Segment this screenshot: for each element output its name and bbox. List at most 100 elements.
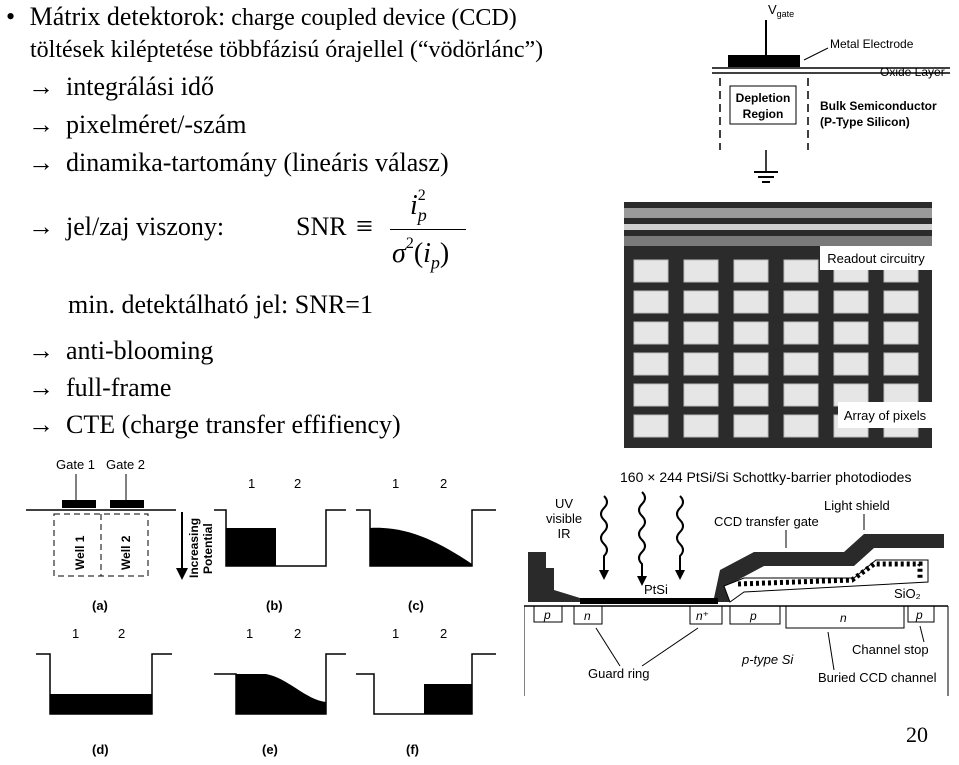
pixel-cell: [733, 414, 769, 438]
pixel-cell: [633, 383, 669, 407]
pixel-cell: [633, 321, 669, 345]
visible-label: visible: [546, 511, 582, 526]
label-a: (a): [92, 598, 108, 613]
label-f: (f): [406, 742, 419, 757]
den-open: (: [413, 238, 424, 269]
readout-label: Readout circuitry: [827, 251, 925, 266]
buried-channel-label: Buried CCD channel: [818, 670, 937, 685]
pixel-cell: [783, 414, 819, 438]
radiation-arrows-icon: [600, 491, 684, 576]
item-text: dinamika-tartomány (lineáris válasz): [66, 148, 449, 177]
c-num2: 2: [440, 476, 447, 491]
gate1-label: Gate 1: [56, 457, 95, 472]
e-num2: 2: [294, 626, 301, 641]
den-close: ): [439, 238, 450, 269]
gate2-label: Gate 2: [106, 457, 145, 472]
pixel-cell: [883, 321, 919, 345]
depletion-label-2: Region: [743, 107, 784, 121]
potential-label: Potential: [201, 523, 215, 574]
item-snr: → jel/zaj viszony:: [28, 212, 224, 242]
p-region-3: p: [915, 608, 923, 622]
p-region-2: p: [749, 609, 757, 623]
ptype-label: p-type Si: [741, 652, 794, 667]
snr-denominator: σ2(ip): [392, 235, 450, 274]
ir-label: IR: [558, 526, 571, 541]
arrow-icon: →: [28, 212, 54, 241]
arrow-down-icon: [176, 568, 188, 580]
vgate-label: Vgate: [768, 2, 794, 19]
schottky-title: 160 × 244 PtSi/Si Schottky-barrier photo…: [620, 469, 911, 485]
depletion-label-1: Depletion: [736, 91, 791, 105]
arrow-icon: →: [28, 336, 54, 365]
metal-label: Metal Electrode: [830, 37, 914, 51]
item-integration: →integrálási idő: [28, 72, 214, 102]
well2-label: Well 2: [119, 535, 133, 570]
n-region-1: n: [584, 609, 591, 623]
ccd-gate-label: CCD transfer gate: [714, 514, 819, 529]
pixel-cell: [783, 352, 819, 376]
pixel-cell: [783, 290, 819, 314]
c-num1: 1: [392, 476, 399, 491]
label-d: (d): [92, 742, 109, 757]
pixel-cell: [883, 352, 919, 376]
f-num1: 1: [392, 626, 399, 641]
bulk-label-2: (P-Type Silicon): [820, 115, 910, 129]
arrow-icon: →: [28, 148, 54, 177]
pixel-cell: [883, 290, 919, 314]
pixel-cell: [633, 352, 669, 376]
num-base: i: [410, 190, 418, 221]
array-label: Array of pixels: [844, 408, 927, 423]
pixel-cell: [733, 321, 769, 345]
nplus-region: n⁺: [696, 609, 709, 623]
pixel-cell: [633, 414, 669, 438]
pixel-cell: [733, 259, 769, 283]
pixel-cell: [683, 352, 719, 376]
b-num1: 1: [248, 476, 255, 491]
item-text: anti-blooming: [66, 336, 214, 365]
pixel-cell: [833, 321, 869, 345]
snr-equiv: ≡: [356, 210, 373, 243]
snr-lhs: SNR: [296, 212, 347, 241]
f-num2: 2: [440, 626, 447, 641]
pixel-cell: [683, 290, 719, 314]
p-region-1: p: [543, 608, 551, 622]
num-sub: p: [417, 204, 427, 225]
item-antiblooming: → anti-blooming: [28, 336, 213, 366]
pixel-cell: [683, 259, 719, 283]
arrow-icon: →: [28, 373, 54, 402]
pixel-cell: [833, 352, 869, 376]
page-number: 20: [906, 722, 928, 747]
label-c: (c): [408, 598, 424, 613]
snr-label: jel/zaj viszony:: [66, 212, 225, 241]
item-text: pixelméret/-szám: [66, 110, 247, 139]
b-num2: 2: [294, 476, 301, 491]
pixel-cell: [783, 383, 819, 407]
pixel-cell: [733, 383, 769, 407]
arrow-icon: →: [28, 110, 54, 139]
channel-stop-label: Channel stop: [852, 642, 929, 657]
item-pixel: → pixelméret/-szám: [28, 110, 246, 140]
arrow-icon: →: [28, 72, 54, 101]
uv-label: UV: [555, 496, 573, 511]
num-sup: 2: [417, 186, 426, 204]
title-rest: charge coupled device (CCD): [225, 5, 517, 31]
label-e: (e): [262, 742, 278, 757]
ptsi-label: PtSi: [644, 582, 668, 597]
guard-ring-label: Guard ring: [588, 666, 649, 681]
d-num1: 1: [72, 626, 79, 641]
den-sigma: σ: [392, 238, 406, 269]
pixel-cell: [633, 259, 669, 283]
n-region-2: n: [840, 611, 847, 625]
pixel-cell: [833, 290, 869, 314]
line-2: töltések kiléptetése többfázisú órajelle…: [30, 37, 544, 63]
increasing-label: Increasing: [187, 518, 201, 578]
snr-numerator: i2p: [410, 186, 427, 226]
title-lead: Mátrix detektorok:: [29, 2, 226, 31]
mos-capacitor-diagram: Vgate Metal Electrode Oxide Layer Deplet…: [712, 2, 950, 183]
pixel-cell: [683, 321, 719, 345]
pixel-cell: [783, 321, 819, 345]
ccd-micrograph: Readout circuitry Array of pixels: [624, 202, 932, 448]
well1-label: Well 1: [73, 535, 87, 570]
arrow-icon: →: [28, 410, 54, 439]
d-num2: 2: [118, 626, 125, 641]
